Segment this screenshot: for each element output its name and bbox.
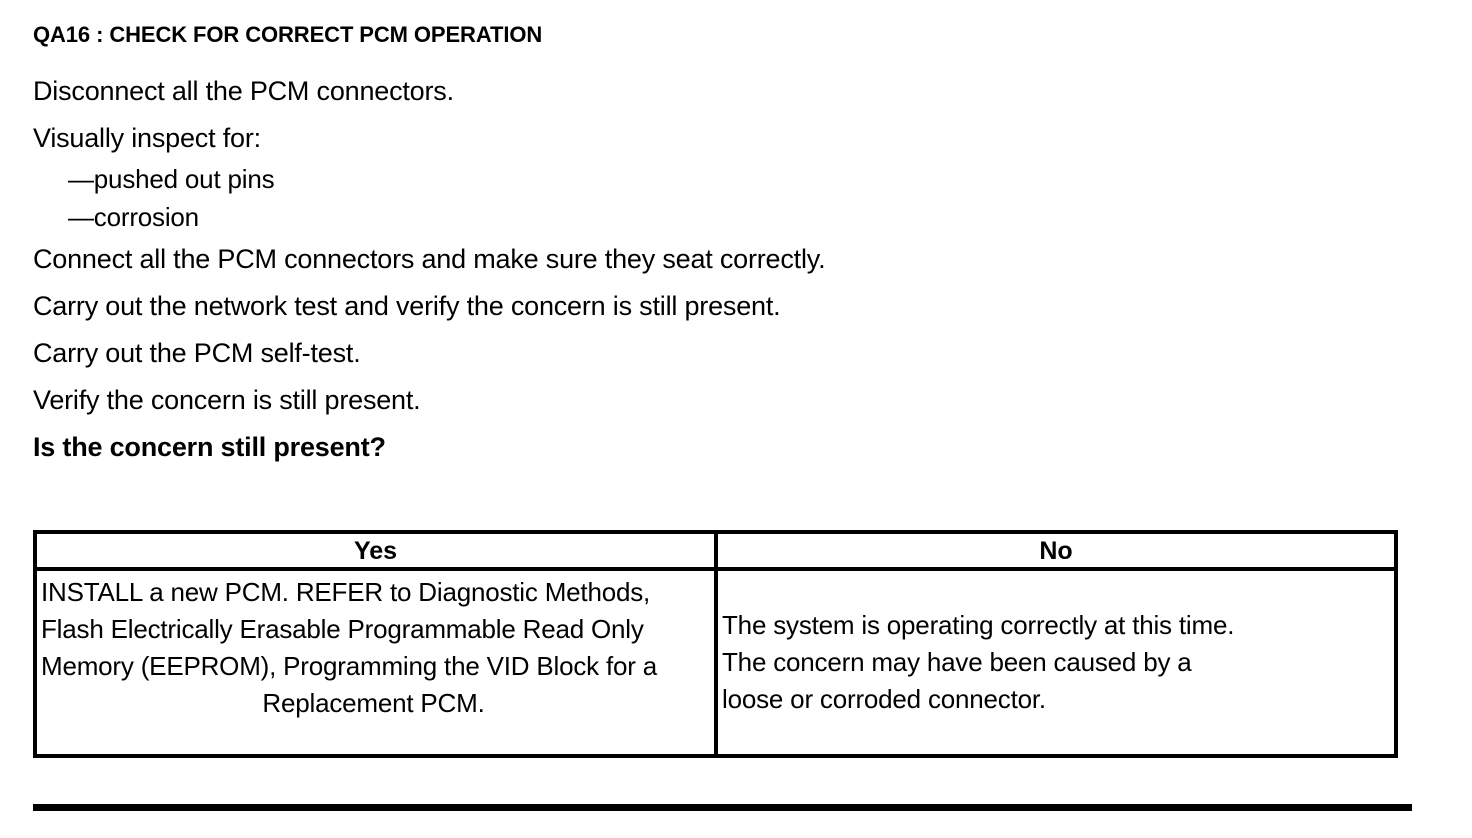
table-header-yes: Yes — [353, 536, 398, 565]
table-cell-no: The system is operating correctly at thi… — [714, 571, 1394, 754]
instruction-line: Verify the concern is still present. — [33, 385, 421, 415]
decision-table: Yes No INSTALL a new PCM. REFER to Diagn… — [33, 530, 1398, 758]
no-action-line: loose or corroded connector. — [722, 684, 1046, 714]
table-cell-yes: INSTALL a new PCM. REFER to Diagnostic M… — [37, 571, 714, 754]
instruction-line: Visually inspect for: — [33, 123, 261, 153]
yes-action-text: INSTALL a new PCM. REFER to Diagnostic M… — [37, 571, 714, 722]
no-action-text: The system is operating correctly at thi… — [718, 571, 1394, 754]
instruction-line: Carry out the network test and verify th… — [33, 291, 781, 321]
instruction-line: Disconnect all the PCM connectors. — [33, 76, 454, 106]
section-divider-rule — [33, 804, 1412, 811]
instruction-subitem: —pushed out pins — [68, 164, 275, 194]
instruction-list: Disconnect all the PCM connectors. Visua… — [33, 68, 1403, 471]
yes-action-body: INSTALL a new PCM. REFER to Diagnostic M… — [41, 577, 657, 681]
decision-question: Is the concern still present? — [33, 432, 386, 462]
table-body-row: INSTALL a new PCM. REFER to Diagnostic M… — [37, 571, 1394, 754]
instruction-subitem: —corrosion — [68, 202, 199, 232]
no-action-line: The concern may have been caused by a — [722, 647, 1192, 677]
table-header-no: No — [714, 534, 1394, 567]
no-action-line: The system is operating correctly at thi… — [722, 610, 1235, 640]
yes-action-last-line: Replacement PCM. — [262, 688, 485, 718]
table-header-row: Yes No — [37, 534, 1394, 571]
page-title: QA16 : CHECK FOR CORRECT PCM OPERATION — [33, 22, 543, 47]
instruction-line: Connect all the PCM connectors and make … — [33, 244, 826, 274]
instruction-line: Carry out the PCM self-test. — [33, 338, 361, 368]
inspect-sublist: —pushed out pins —corrosion — [33, 160, 1403, 236]
